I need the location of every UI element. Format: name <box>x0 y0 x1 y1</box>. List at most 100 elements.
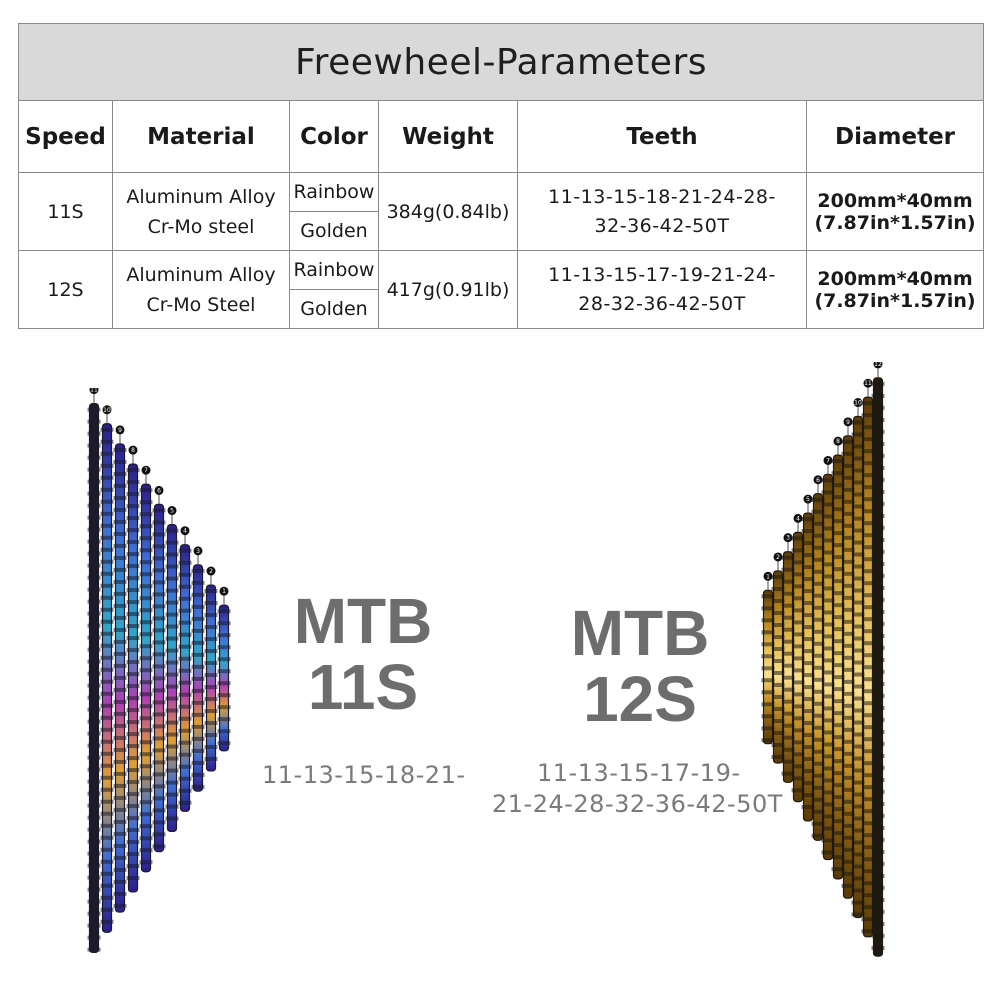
sprocket-tooth <box>191 736 205 741</box>
sprocket-tooth <box>791 728 805 733</box>
cassette-sprocket <box>822 473 834 861</box>
mtb-12s-teeth-line1: 11-13-15-17-19- <box>537 759 741 787</box>
sprocket-tooth <box>841 727 855 732</box>
sprocket-tooth <box>178 584 192 589</box>
sprocket-tooth <box>851 552 865 557</box>
sprocket-tooth <box>871 885 885 890</box>
sprocket-tooth <box>152 688 166 693</box>
sprocket-tooth <box>871 393 885 398</box>
sprocket-tooth <box>831 591 845 596</box>
gear-number-label: 6 <box>157 487 161 494</box>
sprocket-tooth <box>165 600 179 605</box>
sprocket-tooth <box>821 742 835 747</box>
sprocket-tooth <box>87 647 101 652</box>
sprocket-tooth <box>100 619 114 624</box>
sprocket-tooth <box>861 701 875 706</box>
sprocket-tooth <box>100 583 114 588</box>
sprocket-tooth <box>801 517 815 522</box>
sprocket-tooth <box>126 876 140 881</box>
sprocket-tooth <box>204 685 218 690</box>
sprocket-tooth <box>100 859 114 864</box>
sprocket-tooth <box>113 651 127 656</box>
sprocket-tooth <box>152 628 166 633</box>
sprocket-tooth <box>851 804 865 809</box>
sprocket-tooth <box>781 735 795 740</box>
sprocket-tooth <box>811 641 825 646</box>
sprocket-tooth <box>87 887 101 892</box>
sprocket-tooth <box>851 516 865 521</box>
sprocket-tooth <box>139 776 153 781</box>
mtb-11s-label: MTB 11S <box>268 588 458 720</box>
sprocket-tooth <box>841 487 855 492</box>
sprocket-tooth <box>861 821 875 826</box>
sprocket-tooth <box>178 632 192 637</box>
sprocket-tooth <box>126 612 140 617</box>
sprocket-tooth <box>178 776 192 781</box>
sprocket-tooth <box>100 511 114 516</box>
sprocket-tooth <box>100 463 114 468</box>
sprocket-tooth <box>871 873 885 878</box>
sprocket-tooth <box>113 507 127 512</box>
sprocket-tooth <box>152 568 166 573</box>
sprocket-tooth <box>841 667 855 672</box>
sprocket-tooth <box>871 777 885 782</box>
sprocket-tooth <box>191 652 205 657</box>
sprocket-tooth <box>861 905 875 910</box>
sprocket-tooth <box>861 581 875 586</box>
sprocket-tooth <box>781 555 795 560</box>
sprocket-tooth <box>152 520 166 525</box>
sprocket-tooth <box>126 468 140 473</box>
sprocket-tooth <box>861 929 875 934</box>
sprocket-tooth <box>87 839 101 844</box>
sprocket-tooth <box>851 540 865 545</box>
sprocket-tooth <box>126 600 140 605</box>
sprocket-tooth <box>861 713 875 718</box>
sprocket-tooth <box>851 888 865 893</box>
gear-number-marker-icon <box>773 552 783 562</box>
sprocket-tooth <box>811 557 825 562</box>
sprocket-tooth <box>113 747 127 752</box>
sprocket-tooth <box>139 596 153 601</box>
sprocket-tooth <box>831 507 845 512</box>
sprocket-tooth <box>801 601 815 606</box>
table-row-12s: 12S Aluminum Alloy Cr-Mo Steel Rainbow 4… <box>18 250 985 329</box>
sprocket-tooth <box>861 653 875 658</box>
teeth-cell: 11-13-15-17-19-21-24- 28-32-36-42-50T <box>517 250 807 329</box>
sprocket-tooth <box>821 826 835 831</box>
gear-number-label: 2 <box>776 554 780 561</box>
sprocket-tooth <box>861 437 875 442</box>
sprocket-tooth <box>851 912 865 917</box>
sprocket-tooth <box>871 381 885 386</box>
sprocket-tooth <box>178 680 192 685</box>
sprocket-tooth <box>761 642 775 647</box>
sprocket-tooth <box>113 711 127 716</box>
sprocket-tooth <box>771 574 785 579</box>
sprocket-tooth <box>87 731 101 736</box>
sprocket-tooth <box>851 432 865 437</box>
sprocket-tooth <box>113 807 127 812</box>
sprocket-tooth <box>204 709 218 714</box>
sprocket-tooth <box>113 771 127 776</box>
sprocket-tooth <box>851 648 865 653</box>
gear-number-label: 11 <box>90 388 98 394</box>
sprocket-tooth <box>152 664 166 669</box>
sprocket-tooth <box>791 752 805 757</box>
sprocket-tooth <box>861 629 875 634</box>
sprocket-tooth <box>191 640 205 645</box>
sprocket-tooth <box>851 732 865 737</box>
sprocket-tooth <box>831 459 845 464</box>
sprocket-tooth <box>831 483 845 488</box>
teeth-line-2: 32-36-42-50T <box>594 214 730 237</box>
gear-number-marker-icon <box>141 465 151 475</box>
sprocket-tooth <box>831 495 845 500</box>
sprocket-tooth <box>801 529 815 534</box>
sprocket-tooth <box>113 591 127 596</box>
sprocket-tooth <box>781 651 795 656</box>
gear-number-marker-icon <box>89 388 99 395</box>
header-color: Color <box>289 100 379 173</box>
sprocket-tooth <box>821 790 835 795</box>
sprocket-tooth <box>791 680 805 685</box>
sprocket-tooth <box>87 491 101 496</box>
sprocket-tooth <box>811 821 825 826</box>
sprocket-tooth <box>851 444 865 449</box>
